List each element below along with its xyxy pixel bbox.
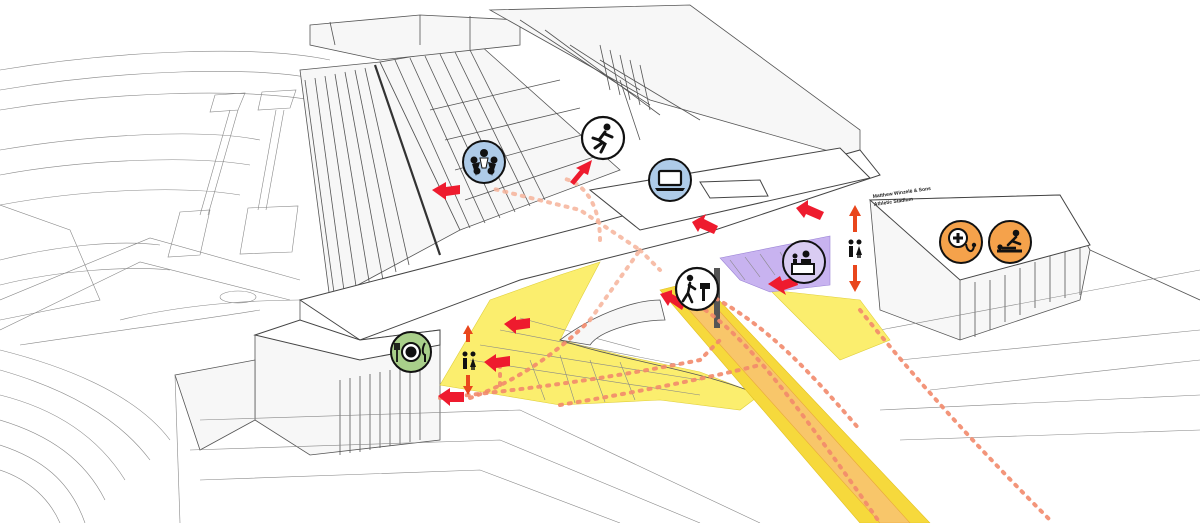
vertical-circulation-arrow	[463, 325, 473, 395]
first-aid-icon	[988, 220, 1032, 264]
circulation-routes	[438, 176, 1052, 523]
community-icon	[462, 140, 506, 184]
arrow	[570, 160, 592, 185]
east-building	[868, 194, 1200, 441]
arrow	[692, 214, 718, 234]
arrow	[768, 276, 798, 295]
vertical-circulation-arrow	[849, 205, 861, 292]
athletics-track	[0, 51, 331, 523]
laptop-icon	[648, 158, 692, 202]
ticket-turnstile-icon	[674, 266, 720, 312]
medical-icon	[939, 220, 983, 264]
running-icon	[580, 115, 626, 161]
bridge-roof	[298, 147, 881, 363]
dining-icon	[390, 331, 432, 373]
direction-arrows	[432, 160, 861, 406]
grandstand	[299, 4, 861, 301]
restroom-icon	[462, 351, 476, 370]
arrow	[504, 316, 530, 334]
arrow	[796, 200, 824, 220]
building-label-line2: Athletic Stadium	[874, 196, 914, 208]
arrow	[432, 182, 460, 200]
restroom-icon	[848, 239, 862, 258]
arrow	[660, 290, 686, 310]
reception-icon	[782, 240, 826, 284]
arrow	[484, 354, 510, 372]
arrow	[438, 388, 464, 406]
